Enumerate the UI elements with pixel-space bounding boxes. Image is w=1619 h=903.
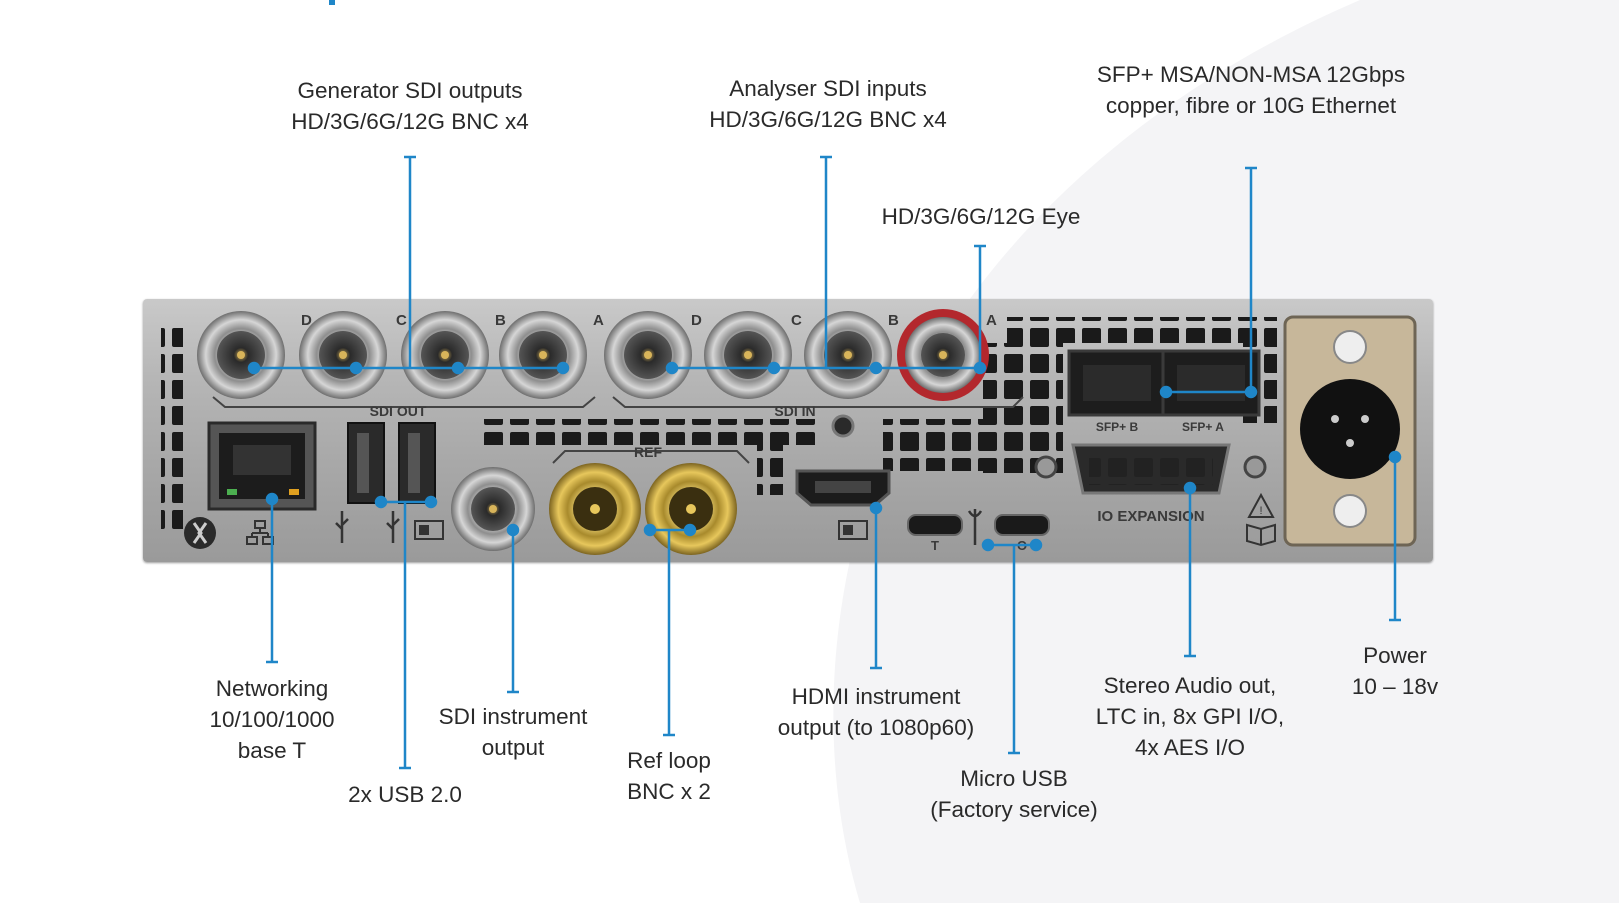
bnc-letter-3: A [593,312,604,329]
bnc-letter-7: A [986,312,997,329]
leader-analyser-dot-2 [869,361,883,375]
bnc-letter-4: D [691,312,702,329]
leader-hdmi-dot [869,501,883,515]
leader-micro-dot-1 [1029,538,1043,552]
middle-vents [479,419,819,495]
sdi-in-text: SDI IN [774,403,815,419]
power-xlr-connector [1283,315,1417,547]
io-expansion-text: IO EXPANSION [1097,508,1204,525]
label-usb: 2x USB 2.0 [348,782,462,807]
bnc-letter-1: C [396,312,407,329]
manual-icon [1246,523,1276,547]
panel-screw [831,414,855,438]
leader-sfp-dot-1 [1244,385,1258,399]
leader-analyser-dot-0 [665,361,679,375]
leader-generator-dot-0 [247,361,261,375]
leader-generator-dot-2 [451,361,465,375]
brand-logo-icon [184,517,216,549]
svg-text:!: ! [1259,505,1262,517]
bnc-letter-5: C [791,312,802,329]
sfp-cages [1067,349,1261,417]
leader-power-dot [1388,450,1402,464]
bnc-letter-6: B [888,312,899,329]
sdi-out-text: SDI OUT [370,403,427,419]
sdi-bnc-row [197,309,989,401]
micro-t-text: T [931,538,939,553]
ref-text: REF [634,444,662,460]
usb-icon [335,511,400,543]
bnc-out-d [197,311,285,399]
warning-icon: ! [1247,492,1275,518]
usb-ports [347,422,436,504]
bnc-in-d [604,311,692,399]
ref-bracket [552,450,750,464]
bnc-in-a-eye [897,309,989,401]
wrench-icon [967,509,983,545]
leader-stereo-dot [1183,481,1197,495]
leader-usb-dot-0 [374,495,388,509]
leader-sdi-instrument-dot [506,523,520,537]
sdi-out-bracket [212,396,596,408]
left-vents [161,321,183,531]
bnc-letter-0: D [301,312,312,329]
label-stereo-audio: Stereo Audio out,LTC in, 8x GPI I/O,4x A… [1095,673,1285,760]
leader-generator-dot-3 [556,361,570,375]
leader-usb-dot-1 [424,495,438,509]
rj45-port [207,421,317,511]
micro-usb-ports [907,514,1050,536]
sfp-b-text: SFP+ B [1096,420,1139,434]
leader-sfp-dot-0 [1159,385,1173,399]
device-illustration: D C B A D C B A SDI OUT SDI IN REF [161,309,1417,555]
leader-generator-dot-1 [349,361,363,375]
leader-micro-dot-0 [981,538,995,552]
leader-ref-dot-0 [643,523,657,537]
sdi-in-bracket [612,396,1024,408]
label-eye: HD/3G/6G/12G Eye [881,204,1081,229]
display-icon [414,520,868,540]
label-micro-usb: Micro USB(Factory service) [930,766,1098,822]
bnc-letter-2: B [495,312,506,329]
accent-bar [329,0,335,5]
io-expansion-connector [1034,443,1267,495]
leader-ref-dot-1 [683,523,697,537]
leader-analyser-dot-1 [767,361,781,375]
sfp-a-text: SFP+ A [1182,420,1224,434]
leader-networking-dot [265,492,279,506]
